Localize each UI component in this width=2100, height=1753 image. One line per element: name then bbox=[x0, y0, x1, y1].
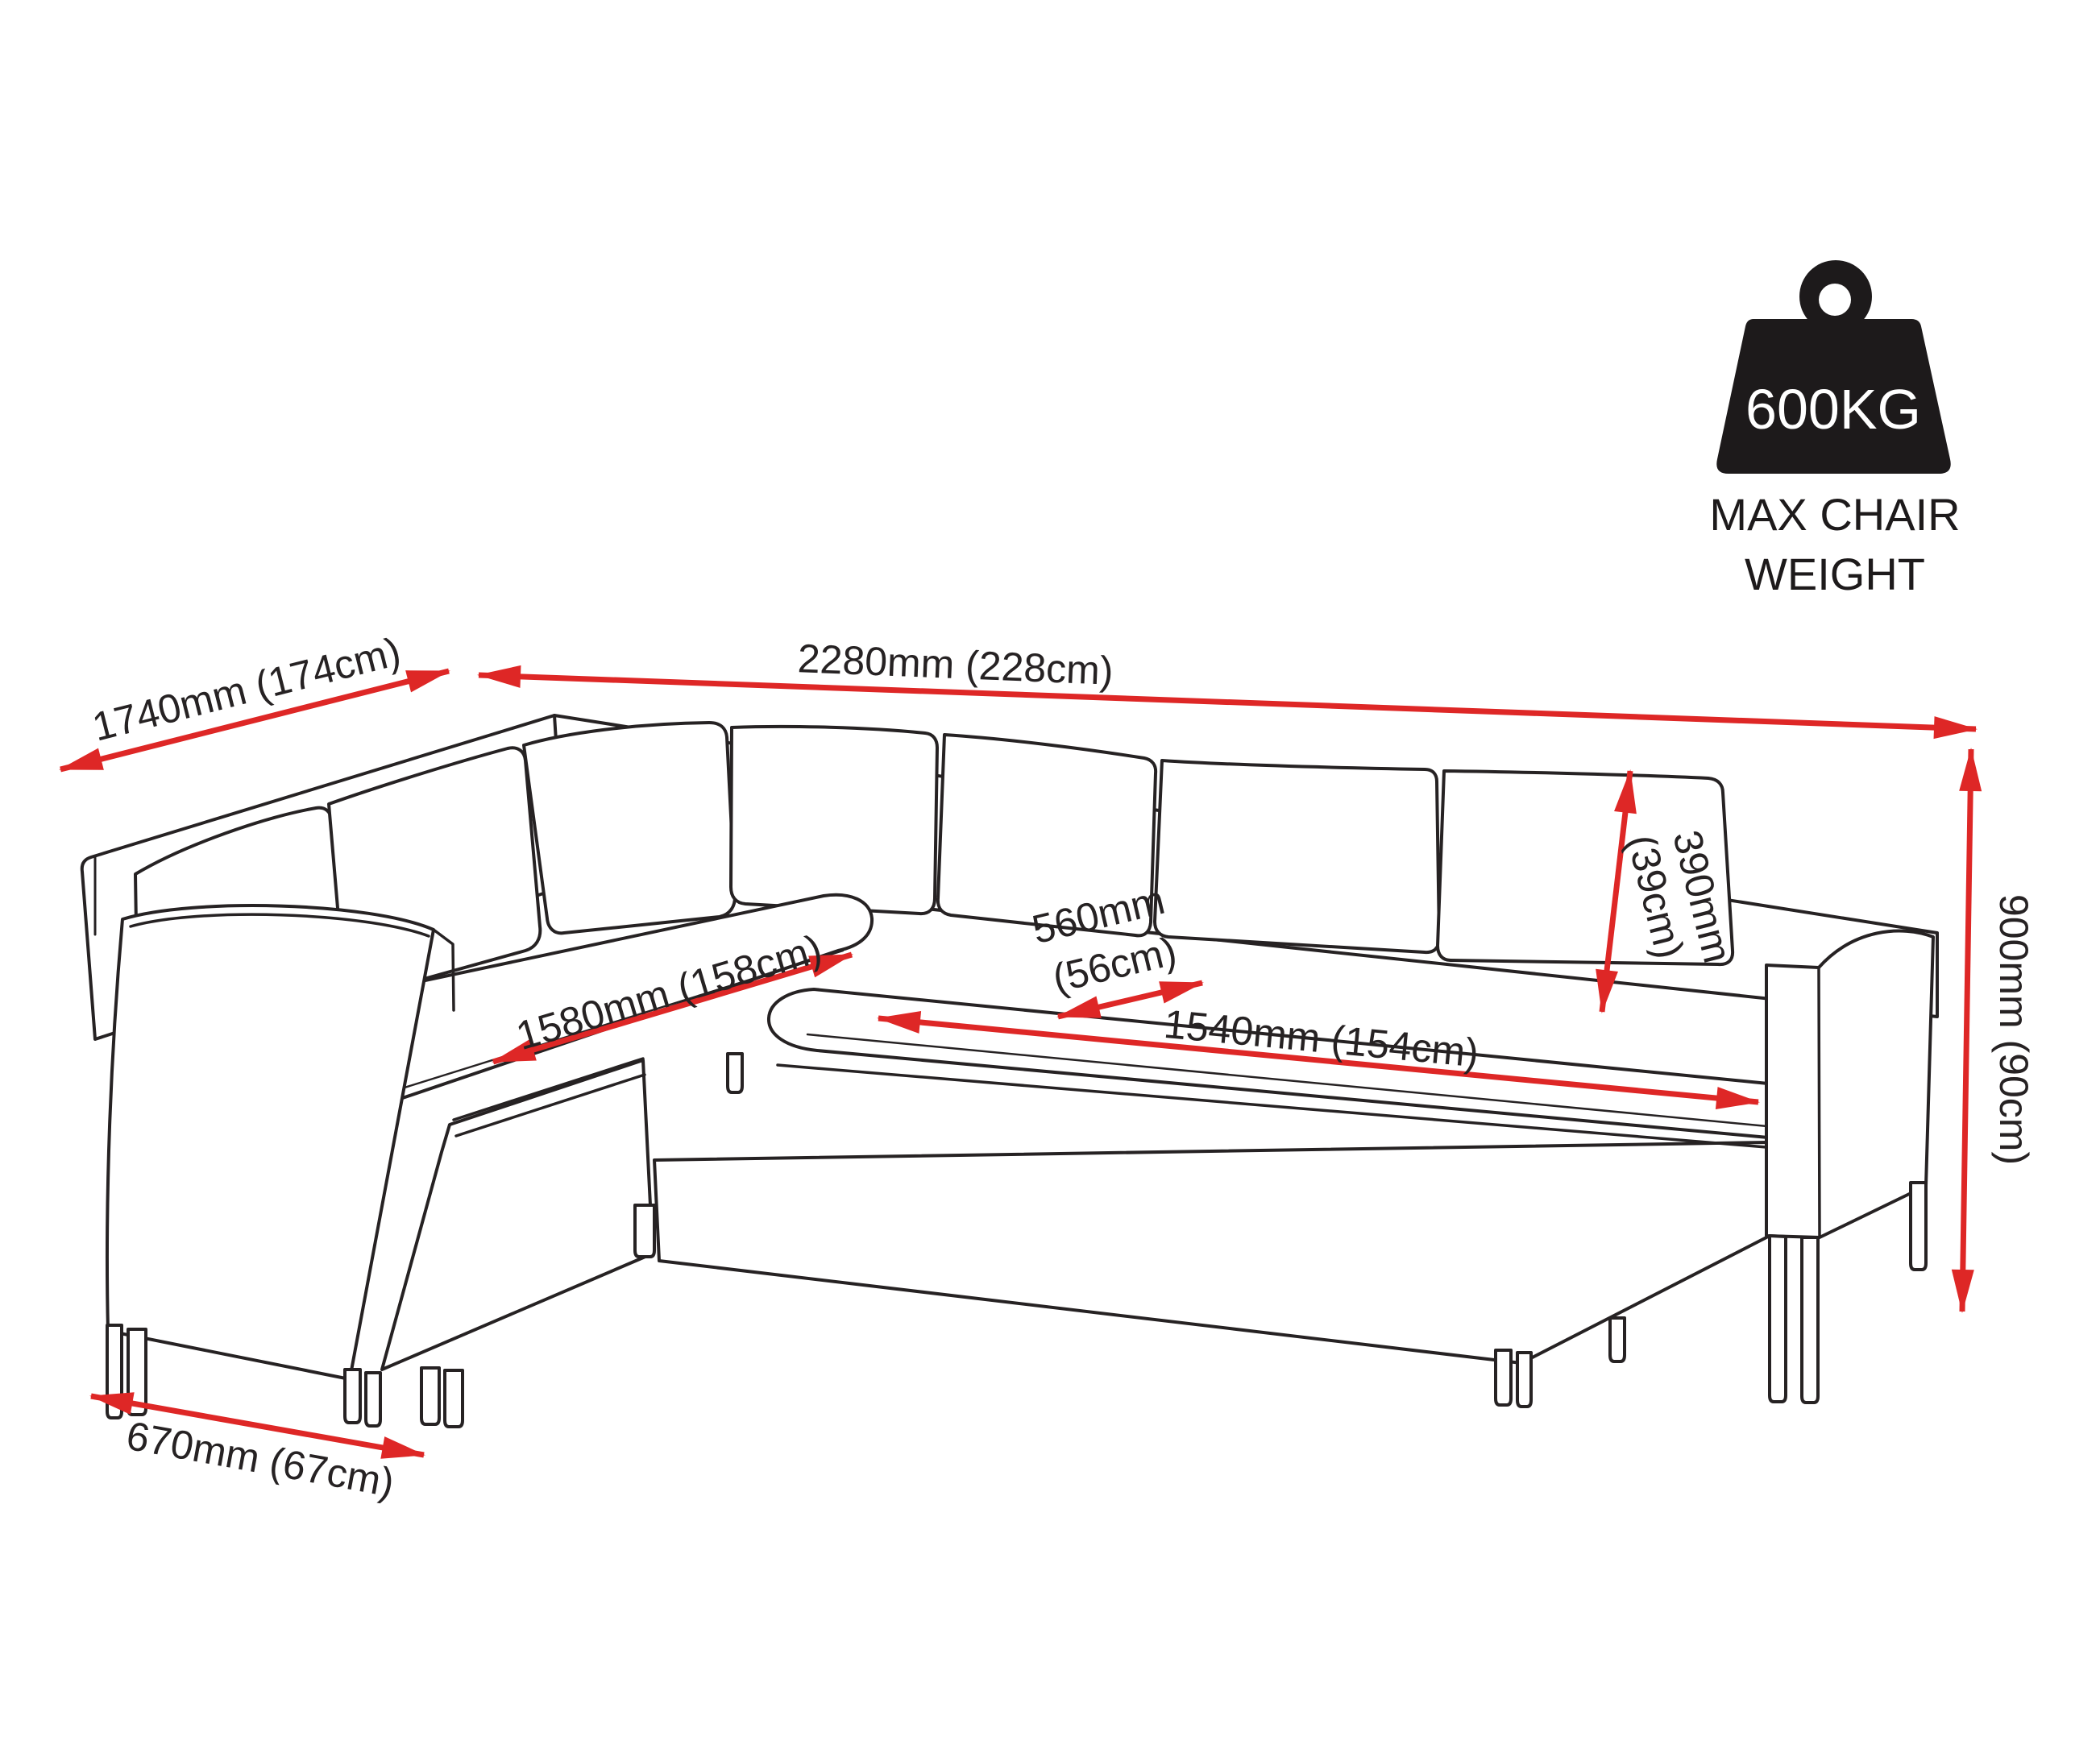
right-base-panel bbox=[653, 1141, 1770, 1365]
dim-arrow-arm-depth bbox=[89, 1392, 425, 1459]
sofa-leg bbox=[1608, 1316, 1626, 1363]
dim-arrow-back-cushion bbox=[1596, 769, 1637, 1013]
sofa-leg bbox=[726, 1052, 744, 1094]
sofa-leg bbox=[420, 1366, 441, 1426]
sofa-leg bbox=[343, 1368, 362, 1424]
dim-label-height: 900mm (90cm) bbox=[1991, 894, 2036, 1165]
weight-icon-body bbox=[1716, 319, 1951, 474]
weight-badge-caption-line1: MAX CHAIR bbox=[1709, 489, 1960, 540]
dim-arrow-back-right bbox=[477, 665, 1978, 740]
back-cushion bbox=[936, 733, 1158, 938]
back-cushion bbox=[1153, 759, 1441, 955]
sofa-leg bbox=[633, 1204, 656, 1258]
back-cushion bbox=[522, 721, 737, 935]
left-armrest bbox=[105, 904, 435, 1381]
right-armrest bbox=[1765, 929, 1935, 1239]
weight-badge-caption-line2: WEIGHT bbox=[1745, 549, 1925, 599]
right-armrest-edge bbox=[1817, 966, 1821, 1239]
dim-arrow-seat-right bbox=[877, 1010, 1760, 1110]
left-seat-rails bbox=[452, 1057, 646, 1138]
dimension-annotations bbox=[59, 665, 1982, 1459]
dim-arrow-seat-left bbox=[492, 951, 853, 1065]
sofa-leg bbox=[1800, 1236, 1820, 1404]
sofa-leg bbox=[1494, 1349, 1513, 1407]
weight-badge-value: 600KG bbox=[1745, 378, 1921, 441]
weight-badge: 600KG MAX CHAIR WEIGHT bbox=[1709, 260, 1961, 599]
sofa-leg bbox=[443, 1369, 464, 1428]
weight-icon-ring-hole bbox=[1819, 284, 1851, 316]
sofa-leg bbox=[1516, 1351, 1533, 1408]
dim-arrow-back-left bbox=[59, 668, 450, 773]
sofa-leg bbox=[1768, 1234, 1787, 1403]
sofa-leg bbox=[364, 1371, 382, 1428]
dim-label-back-left: 1740mm (174cm) bbox=[88, 628, 405, 749]
back-cushion bbox=[729, 724, 939, 916]
left-armrest-edge bbox=[129, 913, 455, 1012]
dim-arrow-height bbox=[1951, 748, 1982, 1313]
sofa-leg bbox=[1909, 1181, 1928, 1271]
left-base-panel bbox=[380, 1059, 654, 1371]
sofa-line-art bbox=[80, 714, 1939, 1428]
back-cushion bbox=[1436, 769, 1735, 967]
dim-label-back-right: 2280mm (228cm) bbox=[797, 636, 1114, 694]
